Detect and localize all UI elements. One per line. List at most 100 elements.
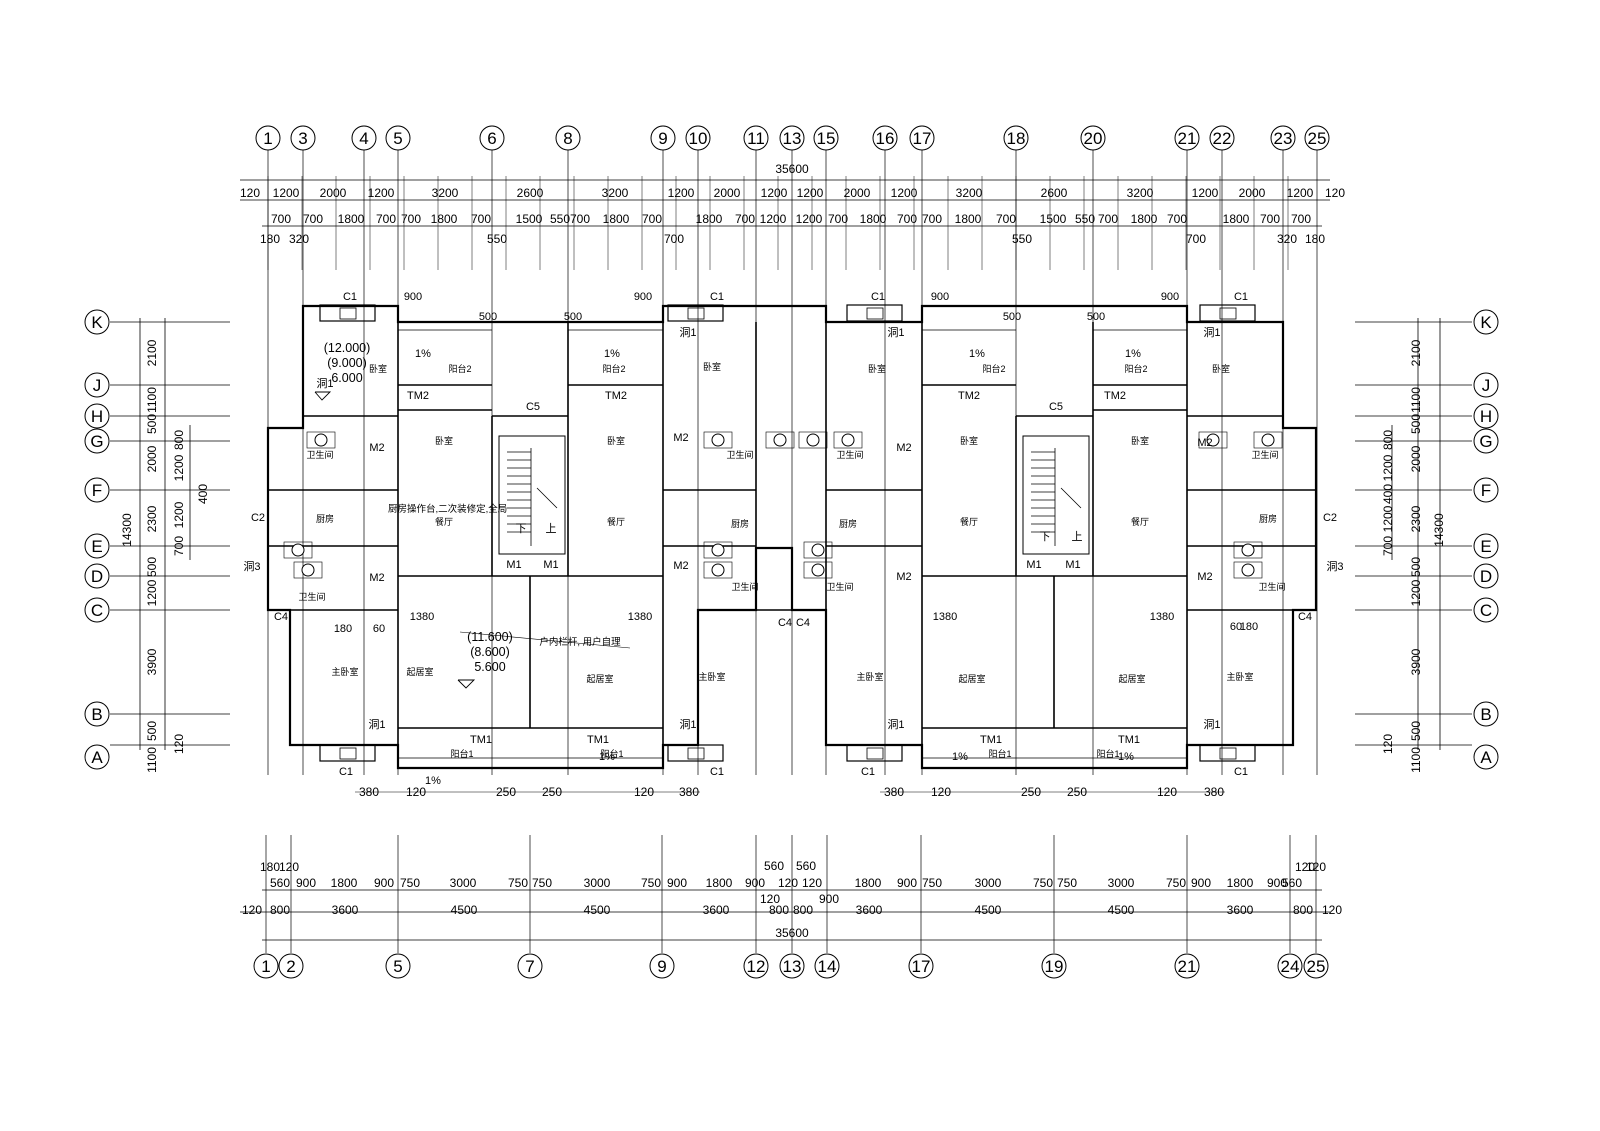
component-tag: 1% bbox=[415, 348, 431, 360]
dim-left: 1100 bbox=[145, 387, 159, 413]
grid-bubble bbox=[814, 953, 840, 979]
component-tag: C1 bbox=[871, 291, 885, 303]
dim-bottom-row1: 900 bbox=[897, 876, 917, 890]
dim-top-row1: 1200 bbox=[1287, 186, 1314, 200]
grid-label-bottom: 17 bbox=[912, 957, 931, 976]
room-label: 卧室 bbox=[607, 435, 625, 446]
grid-bubble bbox=[1270, 125, 1296, 151]
dim-top-row2: 1200 bbox=[796, 212, 823, 226]
grid-bubble bbox=[385, 125, 411, 151]
component-tag: C1 bbox=[339, 766, 353, 778]
dim-top-row2: 1800 bbox=[1223, 212, 1250, 226]
dim-top-row2: 700 bbox=[376, 212, 396, 226]
dim-balcony: 380 bbox=[884, 785, 904, 799]
dim-top-row1: 2000 bbox=[714, 186, 741, 200]
dim-left: 3900 bbox=[145, 648, 159, 675]
fixture bbox=[811, 543, 825, 557]
component-tag: 900 bbox=[634, 291, 652, 303]
dim-left: 800 bbox=[172, 430, 186, 450]
grid-bubble bbox=[743, 125, 769, 151]
grid-bubble bbox=[84, 701, 110, 727]
component-tag: M2 bbox=[896, 442, 911, 454]
dim-total-bottom: 35600 bbox=[775, 926, 809, 940]
grid-bubble bbox=[1473, 701, 1499, 727]
window-fixture bbox=[339, 307, 357, 320]
dim-right: 14300 bbox=[1432, 513, 1446, 547]
component-tag: 上 bbox=[546, 522, 557, 535]
fixture bbox=[711, 543, 725, 557]
grid-bubble bbox=[1174, 953, 1200, 979]
grid-label-top: 11 bbox=[747, 129, 765, 148]
dim-left: 120 bbox=[172, 734, 186, 754]
component-tag: M2 bbox=[1197, 571, 1212, 583]
drawing-linework bbox=[84, 125, 1499, 979]
dim-bottom-row1: 120 bbox=[279, 860, 299, 874]
room-label: 餐厅 bbox=[607, 516, 625, 527]
room-label: 起居室 bbox=[586, 673, 613, 684]
window bbox=[846, 304, 903, 322]
grid-label-bottom: 25 bbox=[1307, 957, 1326, 976]
grid-label-top: 3 bbox=[298, 129, 307, 148]
component-tag: 上 bbox=[1072, 530, 1083, 543]
dim-top-row2: 550 bbox=[550, 212, 570, 226]
grid-bubble bbox=[253, 953, 279, 979]
grid-bubble bbox=[649, 953, 675, 979]
room-label: 主卧室 bbox=[856, 671, 883, 682]
grid-label-top: 1 bbox=[263, 129, 272, 148]
grid-label-bottom: 2 bbox=[286, 957, 295, 976]
dim-balcony: 120 bbox=[406, 785, 426, 799]
component-tag: 900 bbox=[1161, 291, 1179, 303]
dim-right: 800 bbox=[1381, 430, 1395, 450]
grid-label-top: 25 bbox=[1308, 129, 1327, 148]
dim-bottom-row1: 1800 bbox=[855, 876, 882, 890]
fixture bbox=[711, 563, 725, 577]
grid-label-bottom: 5 bbox=[393, 957, 402, 976]
dim-right: 1100 bbox=[1409, 747, 1423, 773]
dim-top-row2: 1500 bbox=[1040, 212, 1067, 226]
dim-right: 500 bbox=[1409, 721, 1423, 741]
component-tag: C2 bbox=[251, 512, 265, 524]
dim-right: 2000 bbox=[1409, 445, 1423, 472]
grid-label-bottom: 21 bbox=[1178, 957, 1197, 976]
dim-top-row3: 180 bbox=[260, 232, 280, 246]
dim-top-row3: 180 bbox=[1305, 232, 1325, 246]
room-label: 卫生间 bbox=[1258, 581, 1285, 592]
grid-label-bottom: 9 bbox=[657, 957, 666, 976]
dim-bottom-row1: 560 bbox=[764, 859, 784, 873]
grid-label-right: D bbox=[1480, 567, 1492, 586]
fixture-box bbox=[703, 541, 733, 559]
dim-bottom-row1: 750 bbox=[1057, 876, 1077, 890]
grid-bubble bbox=[779, 125, 805, 151]
room-label: 阳台2 bbox=[448, 363, 471, 374]
dim-bottom-row1: 3000 bbox=[584, 876, 611, 890]
room-label: 阳台2 bbox=[1124, 363, 1147, 374]
dim-balcony: 380 bbox=[679, 785, 699, 799]
dim-left: 1200 bbox=[145, 579, 159, 606]
room-label: 餐厅 bbox=[1131, 516, 1149, 527]
dim-top-row1: 120 bbox=[240, 186, 260, 200]
grid-label-top: 13 bbox=[783, 129, 802, 148]
elevation-center: 5.600 bbox=[474, 660, 505, 674]
grid-bubble bbox=[1473, 533, 1499, 559]
dim-top-row2: 1800 bbox=[696, 212, 723, 226]
note-kitchen: 厨房操作台,二次装修定,全局 bbox=[388, 503, 507, 515]
room-label: 卫生间 bbox=[306, 449, 333, 460]
dim-top-row1: 1200 bbox=[891, 186, 918, 200]
dim-top-row1: 2000 bbox=[844, 186, 871, 200]
dim-right: 500 bbox=[1409, 414, 1423, 434]
dim-bottom-row1: 900 bbox=[667, 876, 687, 890]
window-fixture bbox=[866, 307, 884, 320]
dim-bottom-row1: 750 bbox=[400, 876, 420, 890]
room-label: 阳台2 bbox=[602, 363, 625, 374]
component-tag: 洞1 bbox=[1203, 326, 1220, 339]
dim-left: 500 bbox=[145, 557, 159, 577]
fixture-box bbox=[1233, 561, 1263, 579]
dim-left: 2100 bbox=[145, 339, 159, 366]
grid-label-right: K bbox=[1480, 313, 1492, 332]
grid-bubble bbox=[1209, 125, 1235, 151]
dim-top-row2: 1800 bbox=[338, 212, 365, 226]
grid-label-right: J bbox=[1482, 376, 1491, 395]
elevation-center: (8.600) bbox=[470, 645, 510, 659]
dim-top-row2: 700 bbox=[1260, 212, 1280, 226]
grid-bubble bbox=[84, 372, 110, 398]
